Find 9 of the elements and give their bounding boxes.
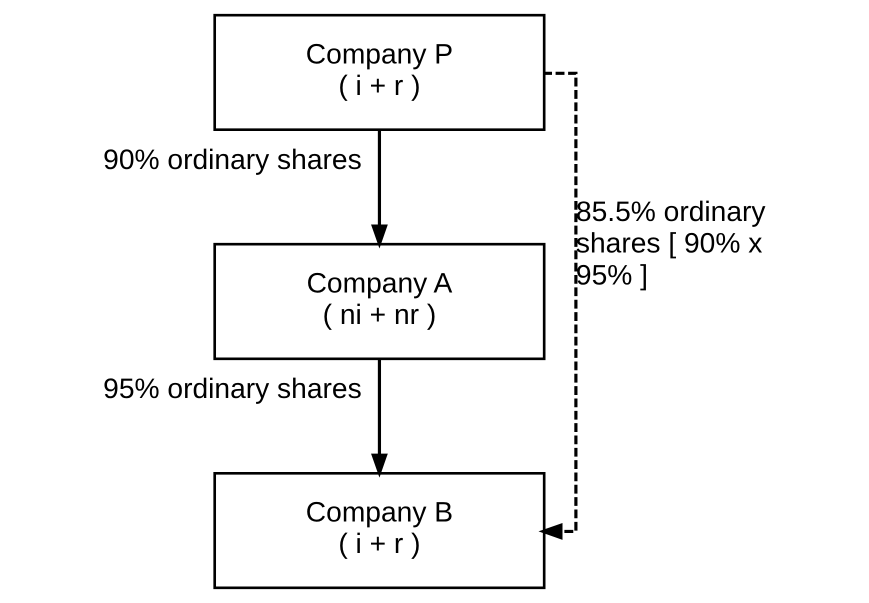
edge-label: 85.5% ordinary shares [ 90% x 95% ] (576, 194, 766, 290)
arrow (371, 130, 388, 249)
edge-label: 90% ordinary shares (103, 143, 362, 176)
arrow (538, 72, 578, 540)
node-box: Company B ( i + r ) (213, 472, 546, 590)
node-box: Company A ( ni + nr ) (213, 242, 546, 360)
edge-label: 95% ordinary shares (103, 372, 362, 404)
arrow (371, 359, 388, 478)
node-box: Company P ( i + r ) (213, 14, 546, 132)
